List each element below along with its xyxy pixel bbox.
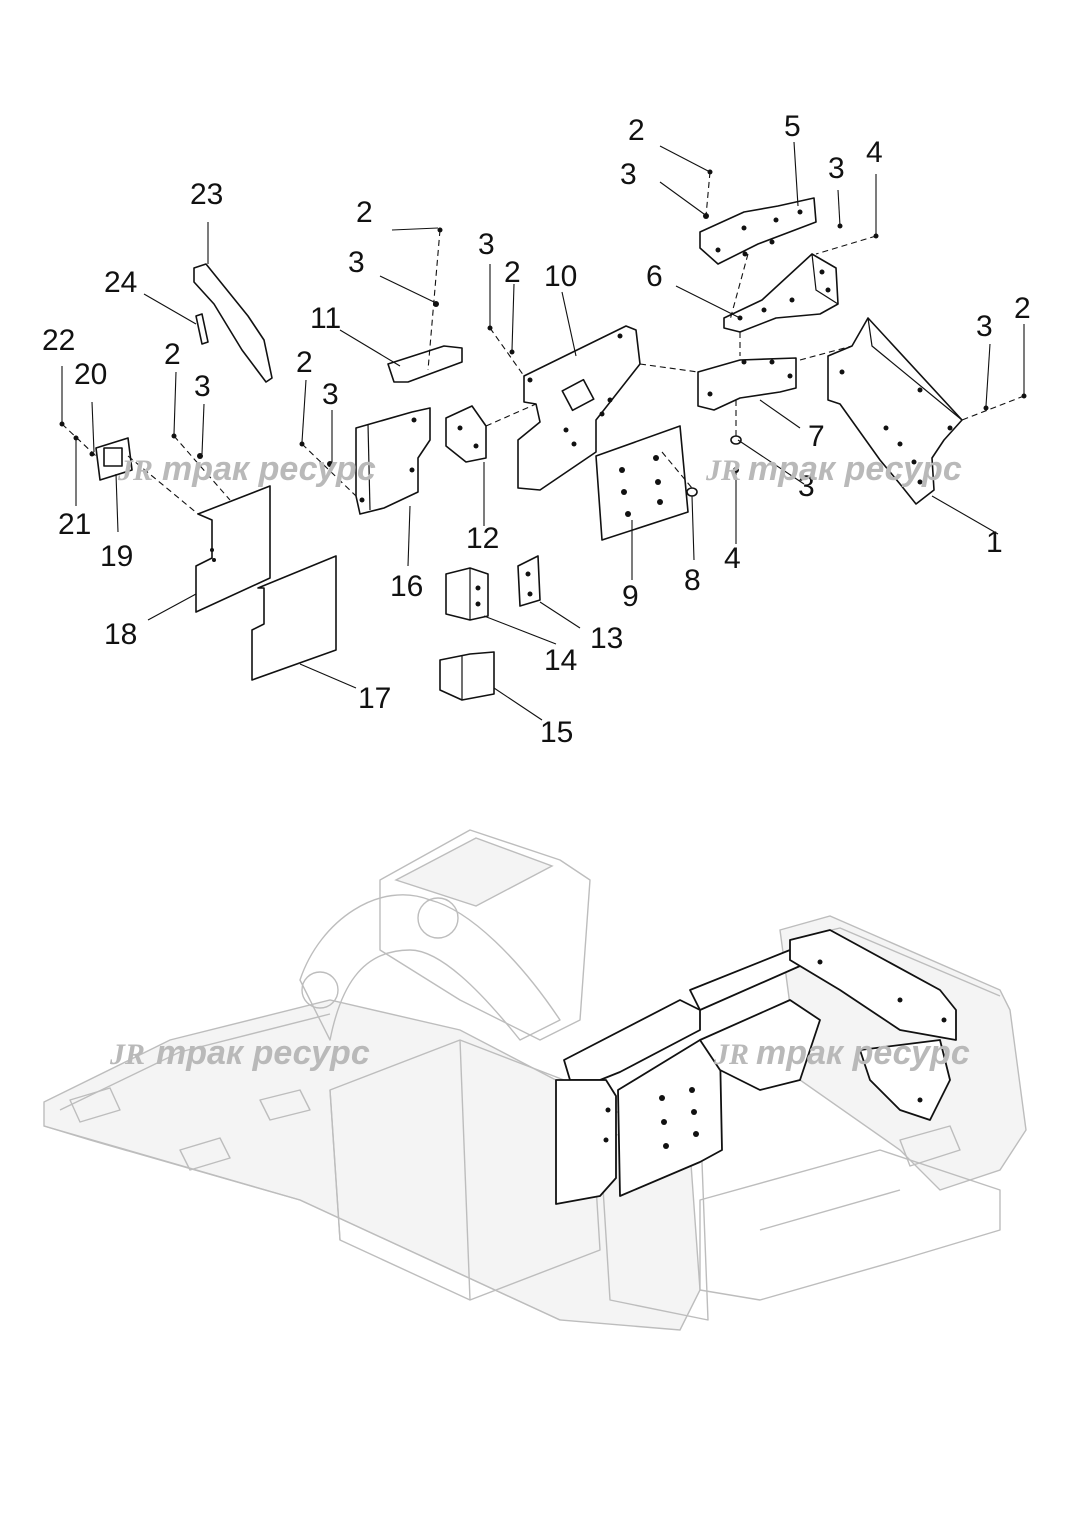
part-11-cover xyxy=(387,345,463,383)
part-15-guard xyxy=(439,651,495,701)
callout-20: 20 xyxy=(74,358,107,391)
part-18-panel xyxy=(195,485,271,613)
svg-text:JR: JR xyxy=(713,1038,749,1071)
callout-3: 3 xyxy=(828,152,845,185)
callout-3: 3 xyxy=(976,310,993,343)
callout-7: 7 xyxy=(808,420,825,453)
part-8-washer xyxy=(686,487,698,497)
callout-17: 17 xyxy=(358,682,391,715)
callout-22: 22 xyxy=(42,324,75,357)
part-24-strip xyxy=(195,313,209,345)
part-9-plate xyxy=(595,425,689,541)
watermark-logo: JR трак ресурс xyxy=(109,1034,370,1072)
callout-2: 2 xyxy=(504,256,521,289)
callout-13: 13 xyxy=(590,622,623,655)
callout-2: 2 xyxy=(164,338,181,371)
installed-parts-highlight xyxy=(555,929,957,1205)
callout-2: 2 xyxy=(1014,292,1031,325)
leader-lines xyxy=(61,141,1025,721)
callout-2: 2 xyxy=(296,346,313,379)
callout-21: 21 xyxy=(58,508,91,541)
part-10-panel xyxy=(517,325,641,491)
assembly-lines xyxy=(61,171,1025,515)
part-14-guard xyxy=(445,567,489,621)
callout-18: 18 xyxy=(104,618,137,651)
watermark-text: трак ресурс xyxy=(162,450,376,488)
machine-frame-view xyxy=(43,829,1027,1331)
callout-8: 8 xyxy=(684,564,701,597)
callout-16: 16 xyxy=(390,570,423,603)
part-7-bracket xyxy=(697,357,797,411)
callout-10: 10 xyxy=(544,260,577,293)
callout-4: 4 xyxy=(866,136,883,169)
watermark-text: трак ресурс xyxy=(748,450,962,488)
part-16-bracket xyxy=(355,407,431,515)
callout-2: 2 xyxy=(356,196,373,229)
callout-12: 12 xyxy=(466,522,499,555)
callout-3: 3 xyxy=(194,370,211,403)
callout-3: 3 xyxy=(322,378,339,411)
callout-11: 11 xyxy=(310,302,341,335)
part-23-bracket xyxy=(193,263,273,383)
svg-text:JR: JR xyxy=(109,1038,145,1071)
callout-3: 3 xyxy=(620,158,637,191)
callout-14: 14 xyxy=(544,644,577,677)
callout-23: 23 xyxy=(190,178,223,211)
exploded-parts-view: 2 3 5 3 4 6 3 2 7 3 1 4 8 9 10 2 3 2 3 1… xyxy=(42,110,1031,749)
watermark-text: трак ресурс xyxy=(756,1034,970,1072)
part-17-panel xyxy=(251,555,337,681)
callout-3: 3 xyxy=(478,228,495,261)
callout-6: 6 xyxy=(646,260,663,293)
callout-2: 2 xyxy=(628,114,645,147)
part-6-bracket xyxy=(723,253,839,333)
callout-1: 1 xyxy=(986,526,1003,559)
part-13-block xyxy=(517,555,541,607)
callout-3: 3 xyxy=(348,246,365,279)
callout-9: 9 xyxy=(622,580,639,613)
part-12-bracket xyxy=(445,405,487,463)
callout-labels: 2 3 5 3 4 6 3 2 7 3 1 4 8 9 10 2 3 2 3 1… xyxy=(42,110,1031,749)
callout-5: 5 xyxy=(784,110,801,143)
callout-19: 19 xyxy=(100,540,133,573)
part-1-plate xyxy=(827,317,963,505)
watermark-logo: JR трак ресурс xyxy=(713,1034,970,1072)
callout-24: 24 xyxy=(104,266,137,299)
watermark-logo: JR трак ресурс xyxy=(117,450,376,488)
watermark-text: трак ресурс xyxy=(156,1034,370,1072)
svg-text:JR: JR xyxy=(117,454,153,487)
svg-text:JR: JR xyxy=(705,454,741,487)
part-19-cover xyxy=(95,437,133,481)
callout-4: 4 xyxy=(724,542,741,575)
callout-15: 15 xyxy=(540,716,573,749)
watermark-logo: JR трак ресурс xyxy=(705,450,962,488)
callout-3: 3 xyxy=(798,470,815,503)
part-5-plate xyxy=(699,197,817,265)
